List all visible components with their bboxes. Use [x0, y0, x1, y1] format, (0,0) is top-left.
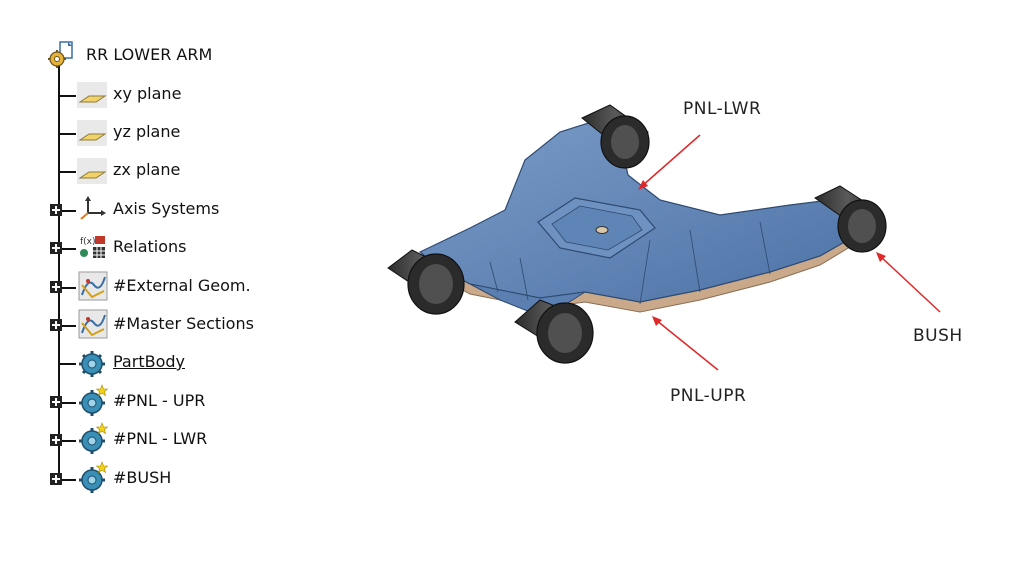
tree-branch-line	[62, 479, 76, 481]
plane-icon[interactable]	[77, 120, 107, 146]
tree-branch-line	[62, 440, 76, 442]
tree-item-label[interactable]: #Master Sections	[113, 314, 254, 333]
expand-plus-icon[interactable]	[50, 204, 62, 216]
part-gear-icon[interactable]	[46, 40, 76, 70]
bush-right	[814, 185, 887, 253]
model-viewport[interactable]	[370, 90, 941, 390]
tree-branch-line	[58, 171, 76, 173]
axis-system-icon[interactable]	[78, 195, 108, 221]
tree-item-label[interactable]: Axis Systems	[113, 199, 220, 218]
expand-plus-icon[interactable]	[50, 434, 62, 446]
specification-tree: RR LOWER ARM xy plane yz plane zx plane …	[0, 0, 340, 562]
tree-branch-line	[62, 325, 76, 327]
tree-item-label[interactable]: #PNL - UPR	[113, 391, 206, 410]
tree-branch-line	[58, 133, 76, 135]
tree-root-label[interactable]: RR LOWER ARM	[86, 45, 213, 64]
tree-item-label[interactable]: #External Geom.	[113, 276, 251, 295]
callout-bush-label: BUSH	[913, 326, 963, 346]
arrowhead-icon	[638, 180, 648, 190]
tree-trunk-line	[58, 64, 60, 482]
arrowhead-icon	[652, 316, 662, 326]
tree-item-label[interactable]: yz plane	[113, 122, 181, 141]
arrowhead-icon	[876, 252, 886, 262]
bush-front	[514, 299, 594, 364]
callout-pnl-lwr-label: PNL-LWR	[683, 99, 762, 119]
tree-branch-line	[58, 95, 76, 97]
tree-branch-line	[62, 210, 76, 212]
tree-item-label[interactable]: PartBody	[113, 352, 185, 371]
body-gear-icon[interactable]	[78, 348, 108, 378]
plane-icon[interactable]	[77, 158, 107, 184]
tree-item-label[interactable]: Relations	[113, 237, 187, 256]
arrow-pnl-upr	[655, 319, 719, 371]
tree-item-label[interactable]: zx plane	[113, 160, 181, 179]
center-hole	[595, 226, 609, 234]
relations-icon[interactable]: f(x)	[78, 234, 108, 260]
plane-icon[interactable]	[77, 82, 107, 108]
tree-branch-line	[62, 287, 76, 289]
expand-plus-icon[interactable]	[50, 242, 62, 254]
tree-branch-line	[58, 363, 76, 365]
geometrical-set-icon[interactable]	[78, 309, 108, 339]
expand-plus-icon[interactable]	[50, 396, 62, 408]
body-gear-star-icon[interactable]	[78, 384, 109, 417]
tree-branch-line	[62, 248, 76, 250]
tree-item-label[interactable]: #PNL - LWR	[113, 429, 208, 448]
arrow-pnl-lwr	[641, 134, 701, 187]
expand-plus-icon[interactable]	[50, 319, 62, 331]
tree-item-label[interactable]: xy plane	[113, 84, 182, 103]
expand-plus-icon[interactable]	[50, 473, 62, 485]
tree-item-label[interactable]: #BUSH	[113, 468, 172, 487]
body-gear-star-icon[interactable]	[78, 461, 109, 494]
section-lines	[489, 221, 771, 305]
callout-pnl-upr-label: PNL-UPR	[670, 386, 747, 406]
callout-arrows	[638, 134, 941, 371]
tree-branch-line	[62, 402, 76, 404]
svg-text:f(x): f(x)	[80, 237, 96, 247]
expand-plus-icon[interactable]	[50, 281, 62, 293]
bush-left	[387, 249, 465, 315]
arrow-bush	[879, 255, 941, 313]
geometrical-set-icon[interactable]	[78, 271, 108, 301]
body-gear-star-icon[interactable]	[78, 422, 109, 455]
bush-top	[581, 104, 650, 169]
